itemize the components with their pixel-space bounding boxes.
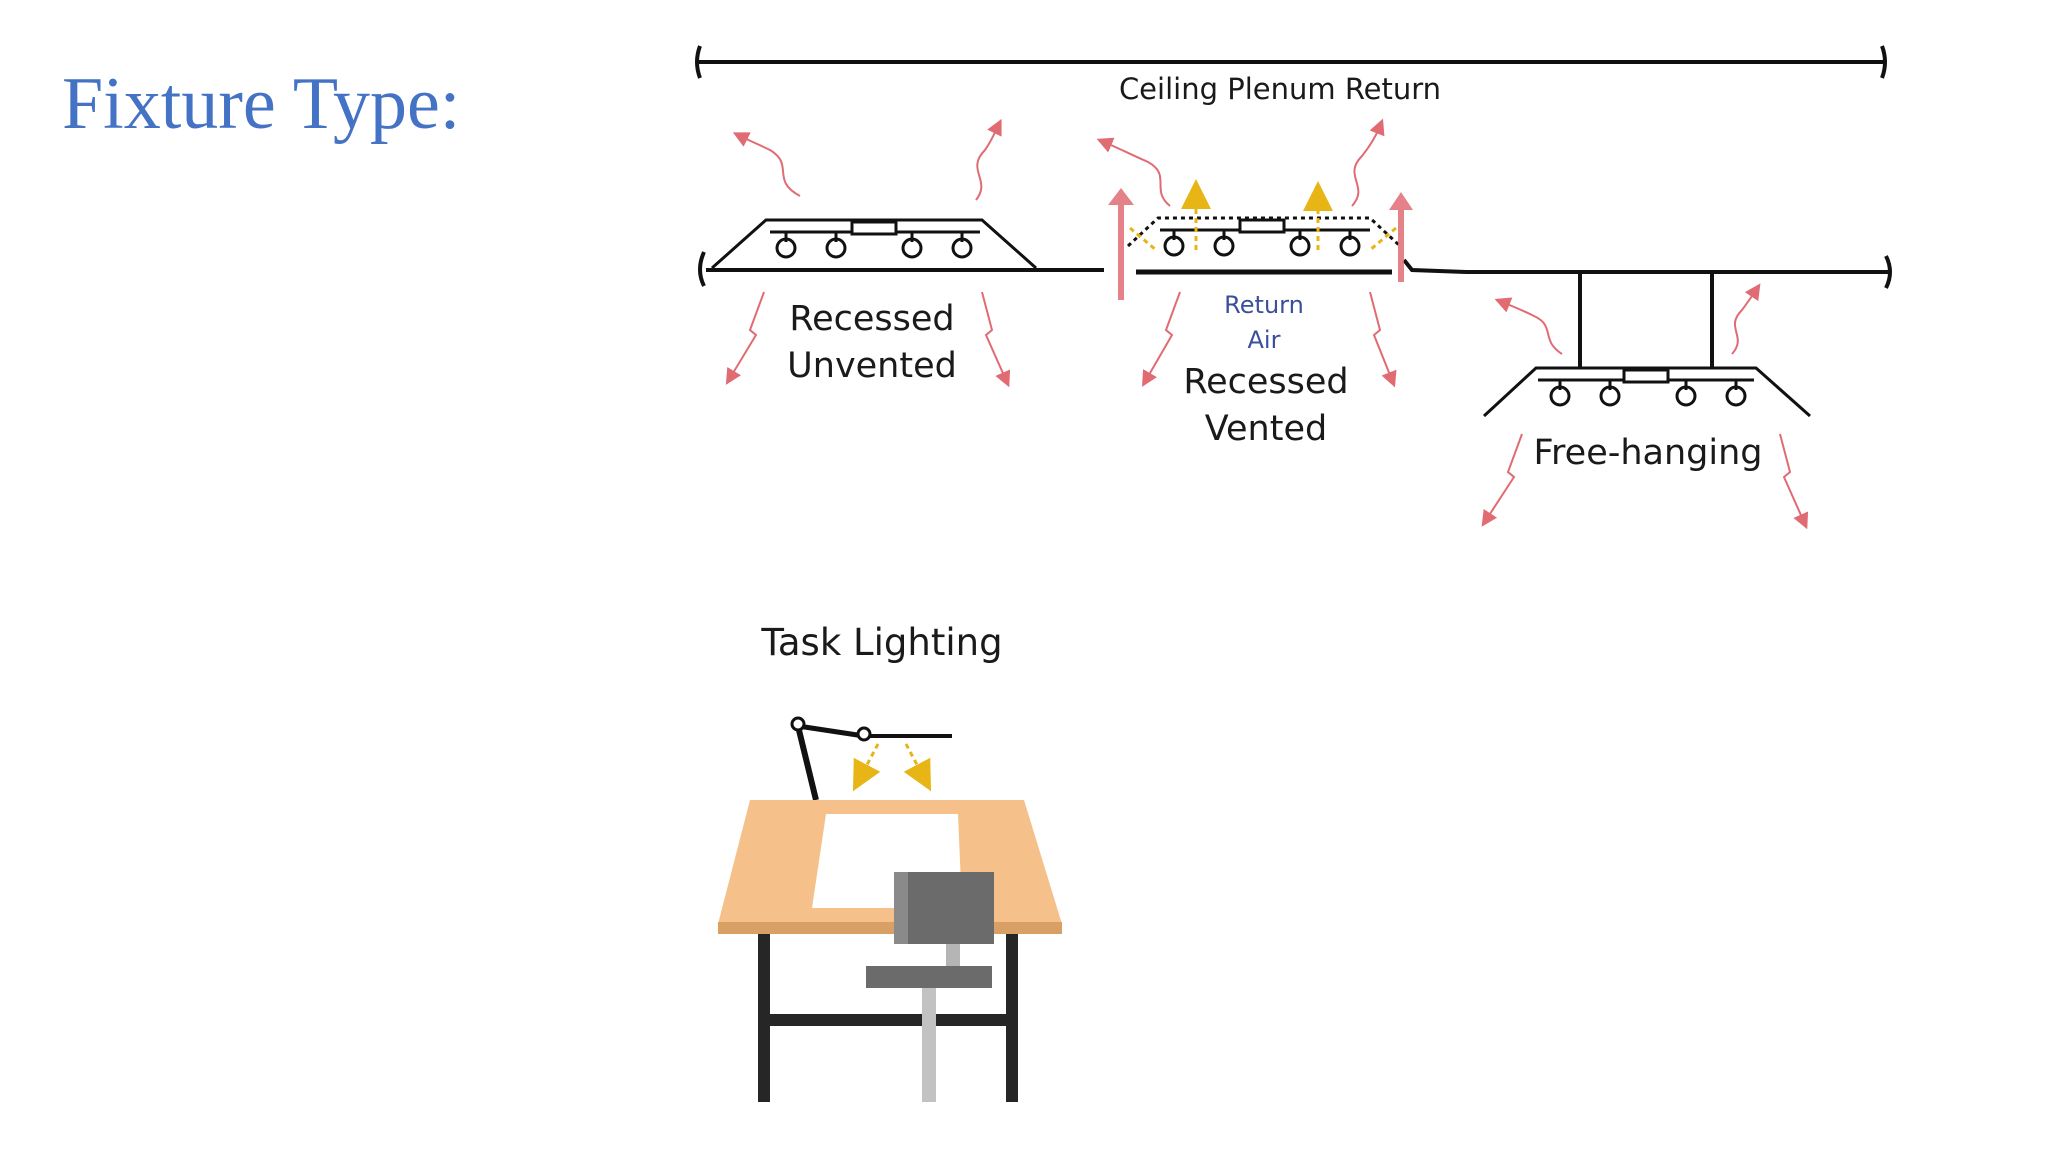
page-title: Fixture Type: — [62, 63, 461, 145]
vented-light-arrows — [1129, 179, 1397, 252]
recessed-unvented-fixture — [711, 218, 1037, 270]
chair-icon — [866, 872, 994, 1102]
return-air-label-line1: Return — [1224, 291, 1304, 319]
free-hanging-label: Free-hanging — [1533, 433, 1762, 473]
recessed-vented-fixture — [1126, 216, 1402, 257]
free-hanging-heat-arrows — [1481, 283, 1809, 530]
desk-lamp-icon — [790, 716, 952, 801]
unvented-heat-arrows — [725, 118, 1011, 388]
vented-heat-arrows — [1096, 118, 1397, 388]
unvented-label-line1: Recessed — [789, 299, 954, 339]
ceiling-plenum-label: Ceiling Plenum Return — [1119, 72, 1441, 106]
free-hanging-fixture — [1482, 272, 1811, 418]
return-air-arrows — [1108, 188, 1413, 300]
unvented-label-line2: Unvented — [787, 346, 957, 386]
vented-label-line2: Vented — [1205, 409, 1327, 449]
ceiling-plenum-line — [695, 45, 1887, 79]
return-air-label-line2: Air — [1248, 326, 1281, 354]
task-light-arrows — [852, 743, 932, 792]
vented-label-line1: Recessed — [1183, 362, 1348, 402]
desk-icon — [718, 800, 1062, 1102]
ceiling-line — [698, 251, 1892, 289]
task-lighting-label: Task Lighting — [760, 621, 1002, 664]
